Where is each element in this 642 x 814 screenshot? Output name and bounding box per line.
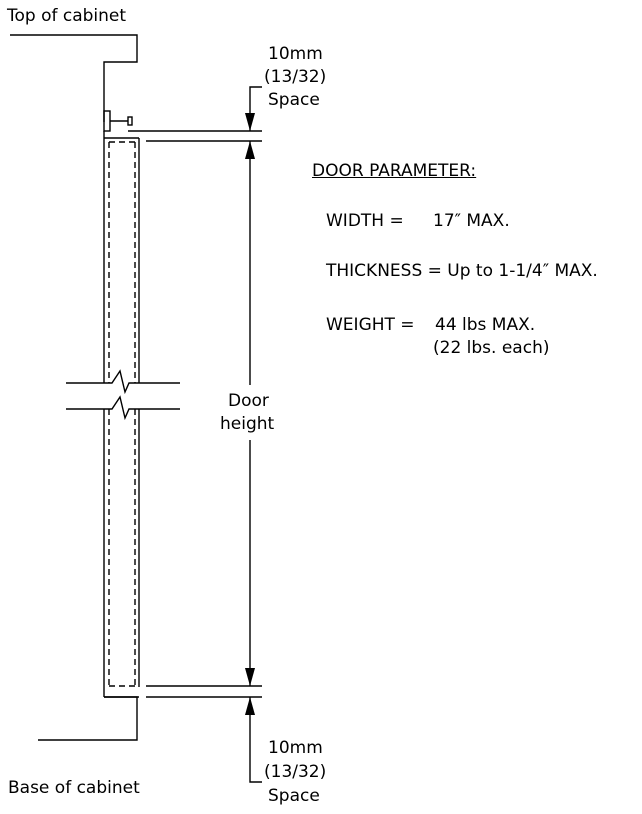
bottom-gap-line3: Space: [268, 786, 320, 806]
door-height-line1: Door: [228, 391, 269, 411]
break-line-lower: [66, 395, 180, 421]
bottom-gap-line1: 10mm: [268, 738, 323, 758]
cabinet-top-outline: [10, 34, 138, 122]
base-of-cabinet-label: Base of cabinet: [8, 778, 140, 798]
width-label: WIDTH =: [326, 211, 404, 231]
top-gap-line2: (13/32): [264, 67, 327, 87]
door-parameter-heading: DOOR PARAMETER:: [312, 161, 477, 181]
weight-note: (22 lbs. each): [433, 338, 550, 358]
top-of-cabinet-label: Top of cabinet: [7, 6, 127, 26]
top-gap-arrow: [245, 113, 255, 131]
weight-label: WEIGHT =: [326, 315, 415, 335]
bottom-gap-line2: (13/32): [264, 762, 327, 782]
hinge-pin-icon: [103, 110, 111, 132]
width-value: 17″ MAX.: [433, 211, 510, 231]
bottom-gap-arrow: [245, 697, 255, 715]
hinge-screw-icon: [127, 116, 133, 126]
bottom-gap-leader: [249, 697, 262, 783]
door-height-arrow-bottom: [245, 668, 255, 686]
weight-value: 44 lbs MAX.: [435, 315, 536, 335]
cabinet-base-outline: [38, 696, 138, 741]
thickness-text: THICKNESS = Up to 1-1/4″ MAX.: [326, 261, 598, 281]
break-line-upper: [66, 369, 180, 395]
top-gap-line1: 10mm: [268, 44, 323, 64]
door-height-arrow-top: [245, 141, 255, 159]
door-height-line2: height: [220, 414, 275, 434]
top-gap-line3: Space: [268, 90, 320, 110]
